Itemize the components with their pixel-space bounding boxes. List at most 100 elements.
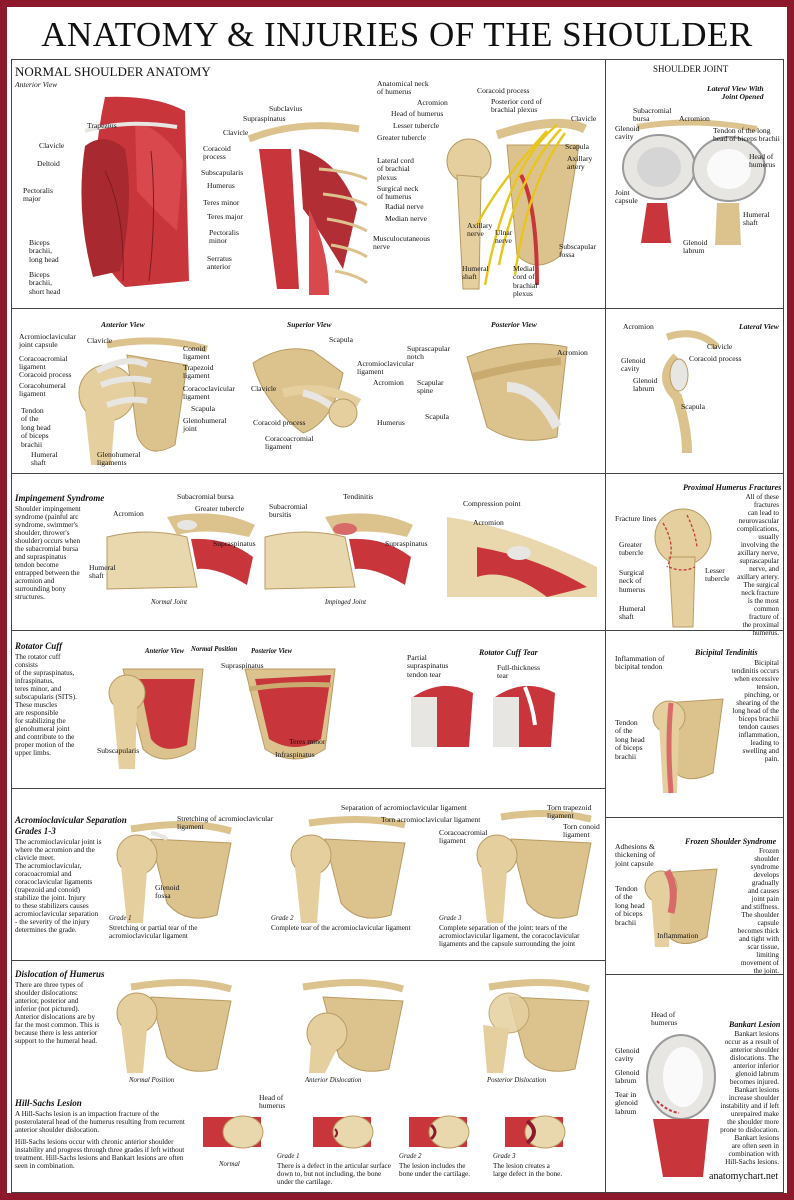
ac-heading: Acromioclavicular Separation Grades 1-3 <box>15 815 127 836</box>
label: Biceps brachii, long head <box>29 238 59 264</box>
label: Axillary artery <box>567 154 593 172</box>
label: Subscapular fossa <box>559 242 597 260</box>
label: Glenoid labrum <box>683 238 708 256</box>
label: Coracoid process <box>19 370 72 379</box>
label: Humeral shaft <box>31 450 58 468</box>
label: Median nerve <box>385 214 427 223</box>
label: Tendon of the long head of biceps brachi… <box>615 884 645 927</box>
label: Trapezius <box>87 121 117 130</box>
label: Partial supraspinatus tendon tear <box>407 653 449 679</box>
label: Clavicle <box>223 128 249 137</box>
hill-grade-text: The lesion includes the bone under the c… <box>399 1162 471 1178</box>
cuff-tear-heading: Rotator Cuff Tear <box>479 648 538 657</box>
normal-anatomy-sub: Anterior View <box>15 80 58 89</box>
hill-grade-text: There is a defect in the articular surfa… <box>277 1162 391 1186</box>
label: Glenoid cavity <box>621 356 646 374</box>
shoulder-joint-heading: SHOULDER JOINT <box>653 64 729 74</box>
impingement-heading: Impingement Syndrome <box>15 493 105 503</box>
hill-sachs-text2: Hill-Sachs lesions occur with chronic an… <box>15 1138 185 1170</box>
label: Lesser tubercle <box>705 566 730 584</box>
label: Subacromial bursa <box>177 492 234 501</box>
bankart-text: Bankart lesions occur as a result of ant… <box>720 1030 779 1166</box>
row2-ant-sub: Anterior View <box>101 320 145 329</box>
fracture-text: All of these fractures can lead to neuro… <box>736 493 779 637</box>
label: Subscapularis <box>201 168 244 177</box>
label: Scapula <box>191 404 216 413</box>
label: Coracoacromial ligament <box>265 434 314 452</box>
dislocation-anterior-illustration <box>302 978 405 1073</box>
label: Clavicle <box>251 384 277 393</box>
ac-grade3-illustration <box>476 809 592 923</box>
divider <box>11 473 784 474</box>
cuff-sub: Posterior View <box>251 648 292 655</box>
label: Tendon of the long head of biceps brachi… <box>713 126 780 144</box>
poster: ANATOMY & INJURIES OF THE SHOULDER NORMA… <box>7 7 787 1193</box>
dislocation-heading: Dislocation of Humerus <box>15 969 105 979</box>
label: Stretching of acromioclavicular ligament <box>177 814 274 832</box>
label: Head of humerus <box>651 1010 678 1028</box>
label: Suprascapular notch <box>407 344 451 362</box>
label: Glenoid labrum <box>633 376 658 394</box>
row2-post-sub: Posterior View <box>491 320 537 329</box>
label: Coracoid process <box>477 86 530 95</box>
label: Glenohumeral joint <box>183 416 227 434</box>
label: Teres major <box>207 212 243 221</box>
label: Acromion <box>113 509 144 518</box>
label: Supraspinatus <box>213 539 256 548</box>
label: Greater tubercle <box>377 133 427 142</box>
label: Teres minor <box>289 737 326 746</box>
label: Glenohumeral ligaments <box>97 450 141 468</box>
label: Scapula <box>565 142 590 151</box>
frozen-text: Frozen shoulder syndrome develops gradua… <box>737 847 779 975</box>
fracture-illustration <box>654 508 712 628</box>
label: Clavicle <box>571 114 597 123</box>
label: Compression point <box>463 499 521 508</box>
hill-grade: Normal <box>219 1161 240 1168</box>
label: Scapula <box>329 335 354 344</box>
ac-grade-text: Complete tear of the acromioclavicular l… <box>271 924 411 932</box>
cuff-sub: Anterior View <box>145 648 185 655</box>
label: Greater tubercle <box>619 540 644 558</box>
label: Tendon of the long head of biceps brachi… <box>615 718 645 761</box>
label: Biceps brachii, short head <box>29 270 61 296</box>
bankart-heading: Bankart Lesion <box>729 1020 781 1029</box>
label: Tendinitis <box>343 492 374 501</box>
divider <box>11 960 605 961</box>
rotator-cuff-heading: Rotator Cuff <box>15 641 63 651</box>
dislocation-caption: Normal Position <box>129 1077 175 1084</box>
label: Conoid ligament <box>183 344 210 362</box>
cuff-sub: Normal Position <box>191 646 238 653</box>
label: Full-thickness tear <box>497 663 541 681</box>
label: Subclavius <box>269 104 303 113</box>
label: Coracoid process <box>689 354 742 363</box>
impingement-caption: Normal Joint <box>151 599 188 606</box>
label: Coracohumeral ligament <box>19 381 66 399</box>
label: Acromioclavicular joint capsule <box>19 332 76 350</box>
deep-muscle-illustration <box>247 122 368 295</box>
label: Infraspinatus <box>275 750 315 759</box>
label: Glenoid cavity <box>615 1046 640 1064</box>
label: Medial cord of brachial plexus <box>513 264 538 299</box>
footer-url: anatomychart.net <box>709 1171 779 1182</box>
poster-frame <box>11 59 784 1193</box>
label: Teres minor <box>203 198 240 207</box>
label: Clavicle <box>707 342 733 351</box>
label: Coracoclavicular ligament <box>183 384 235 402</box>
divider <box>11 788 605 789</box>
label: Glenoid fossa <box>155 883 180 901</box>
label: Supraspinatus <box>385 539 428 548</box>
label: Surgical neck of humerus <box>619 568 646 594</box>
label: Musculocutaneous nerve <box>373 234 430 252</box>
label: Torn acromioclavicular ligament <box>381 815 481 824</box>
divider <box>11 630 784 631</box>
label: Joint capsule <box>615 188 638 206</box>
label: Posterior cord of brachial plexus <box>491 97 543 115</box>
shoulder-joint-illustration <box>622 119 766 245</box>
ac-text: The acromioclavicular joint is where the… <box>15 838 102 934</box>
label: Supraspinatus <box>243 114 286 123</box>
divider <box>605 974 784 975</box>
normal-anatomy-heading: NORMAL SHOULDER ANATOMY <box>15 64 211 79</box>
row2-sup-sub: Superior View <box>287 320 332 329</box>
divider <box>11 308 784 309</box>
hill-grade: Grade 2 <box>399 1153 422 1160</box>
